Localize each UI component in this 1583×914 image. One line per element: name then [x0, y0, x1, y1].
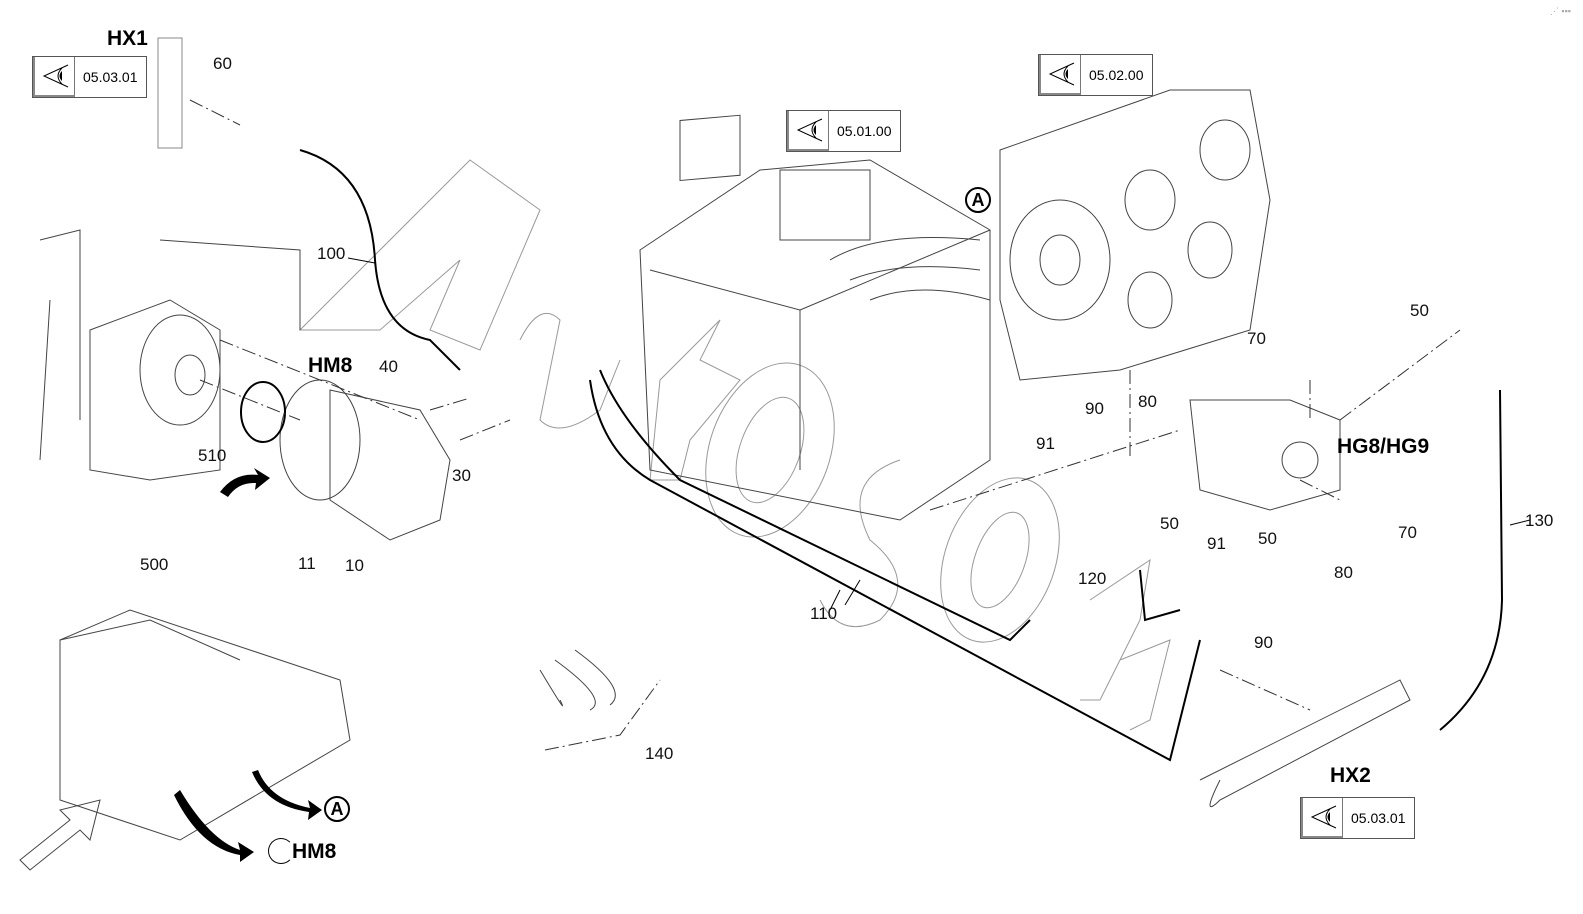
hose-110-b	[589, 379, 1201, 762]
ref-number: 05.03.01	[83, 69, 138, 85]
part-label-90[interactable]: 90	[1085, 399, 1104, 418]
watermark-letter-t2	[1119, 639, 1171, 731]
arrow-hm8-icon	[174, 790, 254, 862]
arrow-a-icon	[252, 770, 322, 820]
part-label-11[interactable]: 11	[298, 554, 316, 573]
eye-view-icon	[1039, 55, 1081, 95]
hose-110-a	[599, 369, 1031, 642]
leader-130	[1509, 519, 1531, 526]
watermark-letter-f	[1080, 558, 1151, 701]
part-label-50[interactable]: 50	[1258, 529, 1277, 548]
part-label-50[interactable]: 50	[1410, 301, 1429, 320]
overview-marker-a[interactable]: A	[324, 796, 350, 822]
overview-marker-hm8[interactable]: HM8	[292, 840, 337, 863]
o-ring-510	[240, 381, 286, 443]
part-label-120[interactable]: 120	[1078, 569, 1107, 588]
gearbox-housing	[999, 89, 1271, 381]
assembly-title-hx1: HX1	[107, 27, 148, 50]
hx1-manifold-block	[157, 37, 183, 149]
part-label-50[interactable]: 50	[1160, 514, 1179, 533]
arrow-icon	[220, 468, 270, 497]
hose-120	[1139, 569, 1181, 622]
assembly-title-hg8-hg9: HG8/HG9	[1337, 435, 1430, 458]
part-label-60[interactable]: 60	[213, 54, 232, 73]
leader-110	[829, 579, 861, 611]
eye-view-icon	[787, 111, 829, 151]
view-ref-05-02-00[interactable]: 05.02.00	[1038, 54, 1153, 96]
view-arrow-icon	[19, 799, 101, 871]
assembly-title-hm8: HM8	[308, 354, 353, 377]
view-ref-05-01-00[interactable]: 05.01.00	[786, 110, 901, 152]
part-label-110[interactable]: 110	[810, 604, 838, 623]
part-label-500[interactable]: 500	[140, 555, 169, 574]
part-label-30[interactable]: 30	[452, 466, 471, 485]
watermark-letter-o2	[940, 477, 1060, 643]
corner-mark: ⋰ ▪▪▪	[1549, 6, 1571, 16]
ref-number: 05.01.00	[837, 123, 892, 139]
part-label-130[interactable]: 130	[1525, 511, 1554, 530]
part-label-40[interactable]: 40	[379, 357, 398, 376]
watermark-letter-t	[649, 319, 741, 481]
leader-100	[347, 257, 376, 264]
part-label-10[interactable]: 10	[345, 556, 364, 575]
hx2-manifold	[1199, 679, 1411, 808]
part-label-91[interactable]: 91	[1207, 534, 1226, 553]
overview-marker-hm8-arc	[268, 838, 294, 864]
cable-ties	[539, 649, 616, 711]
view-ref-hx2[interactable]: 05.03.01	[1300, 797, 1415, 839]
detail-marker-a[interactable]: A	[965, 187, 991, 213]
eye-view-icon	[1301, 798, 1343, 838]
hose-100	[299, 149, 461, 371]
part-label-80[interactable]: 80	[1334, 563, 1353, 582]
watermark-letter-s	[819, 459, 901, 628]
part-label-70[interactable]: 70	[1247, 329, 1266, 348]
hm8-pump-body	[329, 389, 451, 541]
eye-view-icon	[33, 57, 75, 97]
ref-number: 05.03.01	[1351, 810, 1406, 826]
pump-drive-housing	[89, 299, 221, 481]
hose-130	[1439, 389, 1504, 731]
part-label-100[interactable]: 100	[317, 244, 346, 263]
part-label-90[interactable]: 90	[1254, 633, 1273, 652]
overview-machine	[59, 609, 351, 841]
part-label-91[interactable]: 91	[1036, 434, 1055, 453]
engine-frame	[639, 159, 991, 521]
part-label-70[interactable]: 70	[1398, 523, 1417, 542]
hm8-pump-flange	[279, 379, 361, 501]
part-label-80[interactable]: 80	[1138, 392, 1157, 411]
part-label-140[interactable]: 140	[645, 744, 674, 763]
watermark-letter-o	[705, 362, 835, 538]
view-ref-hx1[interactable]: 05.03.01	[32, 56, 147, 98]
ref-number: 05.02.00	[1089, 67, 1144, 83]
assembly-title-hx2: HX2	[1330, 764, 1371, 787]
watermark-letter-u	[519, 312, 621, 429]
hg8-hg9-pump	[1189, 399, 1341, 511]
part-label-510[interactable]: 510	[198, 446, 227, 465]
